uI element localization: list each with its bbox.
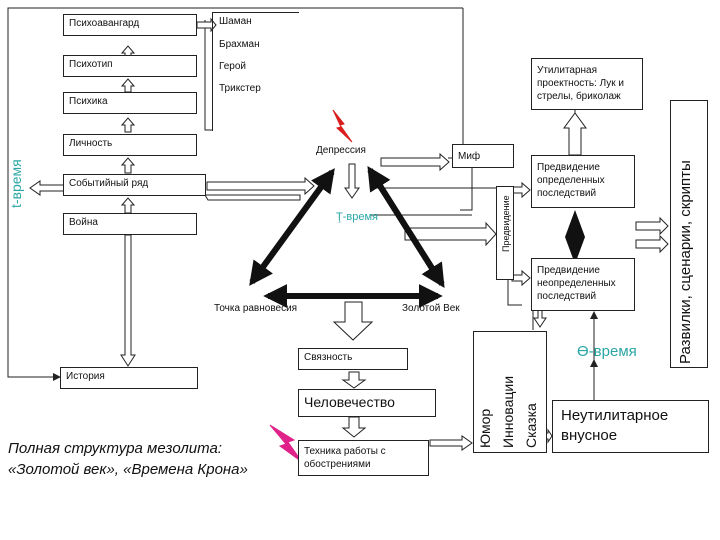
node-coherence: Связность — [298, 348, 408, 370]
archetype-item: Герой — [219, 61, 247, 72]
theta-time-label: Ɵ-время — [577, 343, 637, 360]
node-non-utilitarian: Неутилитарное внусное — [552, 400, 709, 453]
node-psychoavantgarde: Психоавангард — [63, 14, 197, 36]
archetype-link — [196, 17, 217, 33]
archetype-item: Брахман — [219, 39, 260, 50]
black-triangle — [249, 165, 445, 308]
node-crisis-technique: Техника работы с обострениями — [298, 440, 429, 476]
black-diamond — [565, 210, 585, 264]
humor-block — [473, 331, 547, 453]
node-myth: Миф — [452, 144, 514, 168]
archetypes-list: Шаман Брахман Герой Трикстер — [212, 12, 299, 131]
node-humanity: Человечество — [298, 389, 436, 417]
node-utilitarian-design: Утилитарная проектность: Лук и стрелы, б… — [531, 58, 643, 110]
caption-line-1: Полная структура мезолита: — [8, 440, 222, 457]
scenarios-box — [670, 100, 708, 368]
t-time-label: t-время — [8, 159, 24, 208]
humor-label: Юмор — [477, 408, 493, 448]
left-column-arrows — [120, 45, 136, 367]
node-psyche: Психика — [63, 92, 197, 114]
node-psychotype: Психотип — [63, 55, 197, 77]
archetype-item: Трикстер — [219, 83, 261, 94]
balance-point-label: Точка равновесия — [214, 303, 298, 314]
node-war: Война — [63, 213, 197, 235]
scenarios-label: Развилки, сценарии, скрипты — [677, 160, 694, 364]
caption-line-2: «Золотой век», «Времена Крона» — [8, 461, 248, 478]
archetype-item: Шаман — [219, 16, 252, 27]
lightning-icon — [332, 109, 353, 143]
node-foresight-undefined: Предвидение неопределенных последствий — [531, 258, 635, 311]
tau-time-label: Ţ-время — [336, 211, 378, 223]
depression-label: Депрессия — [316, 145, 366, 156]
golden-age-label: Золотой Век — [402, 303, 460, 314]
node-event-series: Событийный ряд — [63, 174, 206, 196]
foresight-vertical-label: Предвидение — [501, 195, 511, 252]
node-history: История — [60, 367, 198, 389]
foresight-vertical-box — [496, 186, 514, 280]
node-foresight-defined: Предвидение определенных последствий — [531, 155, 635, 208]
node-personality: Личность — [63, 134, 197, 156]
fairytale-label: Сказка — [523, 403, 539, 448]
innovations-label: Инновации — [500, 375, 516, 448]
